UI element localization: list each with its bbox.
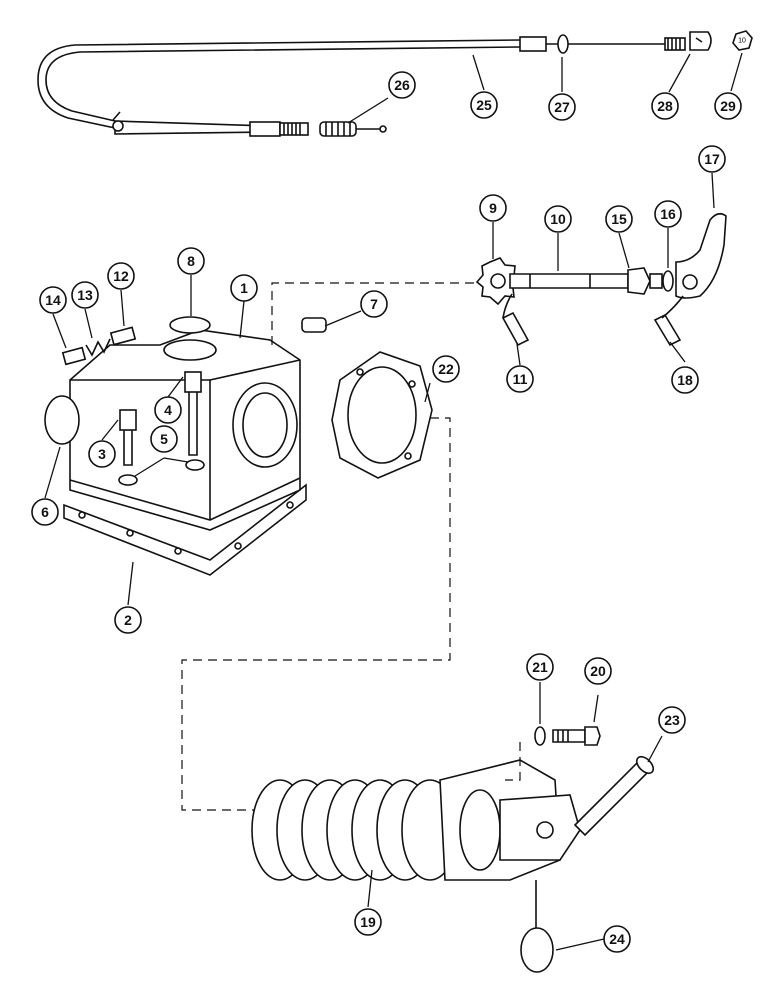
callout-12: 12 bbox=[107, 262, 135, 290]
pull-ring-24 bbox=[520, 880, 554, 973]
callout-10: 10 bbox=[544, 205, 572, 233]
leader-lines bbox=[44, 52, 743, 951]
callout-18: 18 bbox=[671, 366, 699, 394]
callout-label: 10 bbox=[550, 211, 566, 227]
callout-label: 13 bbox=[77, 287, 93, 303]
callout-5: 5 bbox=[150, 425, 178, 453]
callout-7: 7 bbox=[360, 290, 388, 318]
control-cable bbox=[37, 36, 686, 137]
callout-label: 9 bbox=[489, 200, 497, 216]
callout-label: 7 bbox=[370, 296, 378, 312]
callout-label: 20 bbox=[590, 663, 606, 679]
callout-19: 19 bbox=[354, 908, 382, 936]
callout-14: 14 bbox=[39, 286, 67, 314]
callout-label: 29 bbox=[720, 98, 736, 114]
main-housing bbox=[44, 316, 327, 576]
callout-23: 23 bbox=[658, 706, 686, 734]
seal-ring-27 bbox=[557, 34, 569, 54]
callout-13: 13 bbox=[71, 281, 99, 309]
callout-29: 29 bbox=[714, 92, 742, 120]
callout-label: 24 bbox=[609, 931, 625, 947]
callout-label: 8 bbox=[187, 253, 195, 269]
callout-4: 4 bbox=[154, 396, 182, 424]
callout-label: 17 bbox=[704, 151, 720, 167]
callout-22: 22 bbox=[432, 355, 460, 383]
callout-label: 26 bbox=[394, 77, 410, 93]
nut-marking: 10 bbox=[738, 38, 746, 45]
callout-1: 1 bbox=[230, 274, 258, 302]
callout-17: 17 bbox=[698, 145, 726, 173]
callout-label: 28 bbox=[657, 98, 673, 114]
callout-11: 11 bbox=[506, 365, 534, 393]
callout-26: 26 bbox=[388, 71, 416, 99]
spring-assembly bbox=[251, 755, 655, 881]
callout-label: 3 bbox=[98, 446, 106, 462]
callout-20: 20 bbox=[584, 657, 612, 685]
callout-label: 19 bbox=[360, 914, 376, 930]
callout-label: 16 bbox=[660, 206, 676, 222]
callout-label: 11 bbox=[513, 371, 528, 387]
callout-6: 6 bbox=[31, 498, 59, 526]
callout-label: 5 bbox=[160, 431, 168, 447]
callout-9: 9 bbox=[479, 194, 507, 222]
callout-label: 22 bbox=[438, 361, 454, 377]
callout-25: 25 bbox=[470, 91, 498, 119]
callout-28: 28 bbox=[651, 92, 679, 120]
callout-label: 14 bbox=[45, 292, 61, 308]
nut-29: 10 bbox=[732, 30, 753, 51]
washer-21 bbox=[534, 726, 546, 746]
callout-3: 3 bbox=[88, 440, 116, 468]
callout-21: 21 bbox=[526, 653, 554, 681]
callout-2: 2 bbox=[114, 606, 142, 634]
callout-label: 18 bbox=[677, 372, 693, 388]
callout-27: 27 bbox=[548, 93, 576, 121]
callout-label: 12 bbox=[113, 268, 129, 284]
sleeve-28 bbox=[689, 31, 712, 51]
callout-8: 8 bbox=[177, 247, 205, 275]
callout-label: 25 bbox=[476, 97, 492, 113]
callout-label: 21 bbox=[532, 659, 548, 675]
shaft-assembly bbox=[475, 212, 727, 347]
callout-label: 23 bbox=[664, 712, 680, 728]
assembly-dashed-lines bbox=[181, 282, 521, 811]
callout-label: 6 bbox=[41, 504, 49, 520]
callout-label: 15 bbox=[611, 211, 627, 227]
callout-label: 2 bbox=[124, 612, 132, 628]
callout-label: 27 bbox=[554, 99, 570, 115]
callout-label: 4 bbox=[164, 402, 172, 418]
callout-24: 24 bbox=[603, 925, 631, 953]
callout-15: 15 bbox=[605, 205, 633, 233]
bolt-20 bbox=[552, 726, 601, 746]
callout-label: 1 bbox=[240, 280, 248, 296]
gasket-22 bbox=[331, 351, 433, 479]
callout-16: 16 bbox=[654, 200, 682, 228]
